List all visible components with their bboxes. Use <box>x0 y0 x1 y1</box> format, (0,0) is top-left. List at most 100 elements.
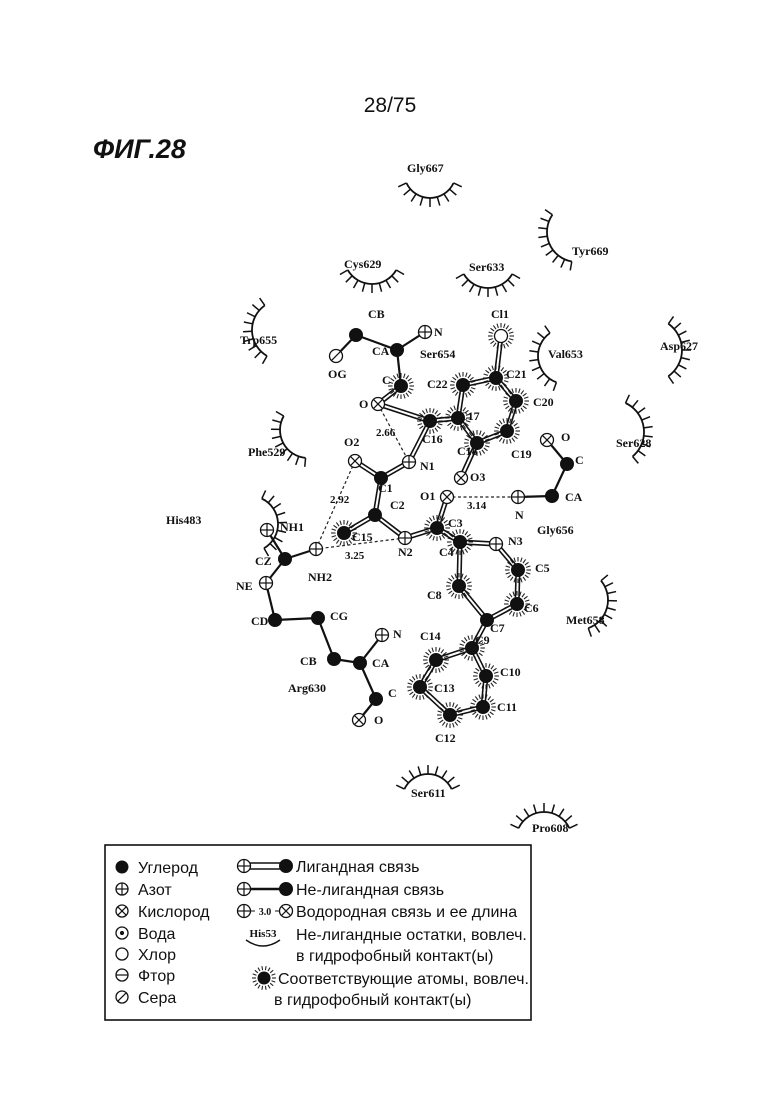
atom-sulfur-og <box>330 350 343 363</box>
legend-atoms-line1: Соответствующие атомы, вовлеч. <box>278 971 529 988</box>
residue-label-ser611: Ser611 <box>411 786 446 800</box>
atom-nitrogen-n_s2 <box>512 491 525 504</box>
residue-label-ser633: Ser633 <box>469 260 504 274</box>
residue-label-trp655: Trp655 <box>240 333 277 347</box>
atom-carbon-c21 <box>490 372 503 385</box>
residue-label-met658: Met658 <box>566 613 605 627</box>
atom-nitrogen-n_s1 <box>419 326 432 339</box>
hbond-distance-label: 2.66 <box>376 427 396 439</box>
residue-trp655 <box>243 298 267 364</box>
residue-label-val653: Val653 <box>548 347 583 361</box>
residue-tyr669 <box>538 210 572 271</box>
atom-label-c6: C6 <box>524 601 539 615</box>
atom-label-nh1: NH1 <box>280 520 304 534</box>
atom-carbon-cg <box>312 612 325 625</box>
atom-label-c13: C13 <box>434 681 455 695</box>
atom-carbon-c12 <box>444 709 457 722</box>
atom-carbon-c8 <box>453 580 466 593</box>
legend-water-symbol <box>116 927 128 939</box>
atom-label-cg: CG <box>330 609 348 623</box>
atom-carbon-cb1 <box>350 329 363 342</box>
residue-label-cys629: Cys629 <box>344 257 381 271</box>
atom-nitrogen-n1 <box>403 456 416 469</box>
legend-oxygen-symbol <box>116 905 128 917</box>
atom-label-ne: NE <box>236 579 253 593</box>
hbond-distance-label: 3.25 <box>345 550 365 562</box>
atom-label-n1: N1 <box>420 459 435 473</box>
residue-label-his483: His483 <box>166 513 201 527</box>
atom-label-o3: O3 <box>470 470 485 484</box>
atom-carbon-c16 <box>424 415 437 428</box>
residue-label-gly667: Gly667 <box>407 161 444 175</box>
residue-cys629 <box>340 270 404 293</box>
legend-nitrogen-symbol <box>116 883 128 895</box>
atom-label-c19: C19 <box>511 447 532 461</box>
residue-gly667 <box>398 183 461 207</box>
residue-label-pro608: Pro608 <box>532 821 568 835</box>
atom-nitrogen-n_s3 <box>376 629 389 642</box>
legend-hbond-symbol: 3.0 <box>238 905 293 919</box>
atom-label-o2: O2 <box>344 435 359 449</box>
atom-label-c8: C8 <box>427 588 442 602</box>
atom-label-cl1: Cl1 <box>491 307 509 321</box>
residue-ser633 <box>456 274 520 297</box>
atom-label-n_s3: N <box>393 627 402 641</box>
atom-carbon-c_s3 <box>370 693 383 706</box>
atom-label-c_s3: C <box>388 686 397 700</box>
atom-label-o_s3: O <box>374 713 383 727</box>
atom-label-c14: C14 <box>420 629 441 643</box>
residue-label-ser628: Ser628 <box>616 436 651 450</box>
atom-chlorine-cl1 <box>495 330 508 343</box>
atom-label-c3: C3 <box>448 516 463 530</box>
residue-label-phe529: Phe529 <box>248 445 285 459</box>
atom-carbon-c11 <box>477 701 490 714</box>
atom-carbon-c13 <box>414 681 427 694</box>
atom-carbon-c10 <box>480 670 493 683</box>
legend-atoms-line2: в гидрофобный контакт(ы) <box>274 992 471 1009</box>
atom-label-c18: C18 <box>457 444 478 458</box>
atom-label-c5: C5 <box>535 561 550 575</box>
ligand-bond-o_s1-c16 <box>377 402 430 422</box>
atom-label-c2: C2 <box>390 498 405 512</box>
atom-carbon-c22 <box>457 379 470 392</box>
atom-oxygen-o_s2 <box>541 434 554 447</box>
atom-label-c22: C22 <box>427 377 448 391</box>
residue-label-ser654: Ser654 <box>420 347 455 361</box>
atom-carbon-ca3 <box>354 657 367 670</box>
atom-label-c_s2: C <box>575 453 584 467</box>
atom-carbon-c15 <box>338 527 351 540</box>
atom-label-og: OG <box>328 367 347 381</box>
legend-sulfur-symbol <box>116 991 128 1003</box>
atom-label-c20: C20 <box>533 395 554 409</box>
legend-residues-line1: Не-лигандные остатки, вовлеч. <box>296 927 527 944</box>
legend-carbon: Углерод <box>138 860 199 877</box>
atom-label-n_s2: N <box>515 508 524 522</box>
atom-label-nh2: NH2 <box>308 570 332 584</box>
legend-chlorine-symbol <box>116 948 128 960</box>
atom-oxygen-o_s3 <box>353 714 366 727</box>
legend-carbon-symbol <box>116 861 128 873</box>
atom-label-c12: C12 <box>435 731 456 745</box>
atom-label-cd: CD <box>251 614 269 628</box>
atom-label-cz: CZ <box>255 554 272 568</box>
atom-carbon-c_s1 <box>395 380 408 393</box>
atom-label-o_s1: O <box>359 397 368 411</box>
hbond-distance-label: 2.92 <box>330 494 350 506</box>
legend-nitrogen: Азот <box>138 882 172 899</box>
atom-carbon-cb2 <box>328 653 341 666</box>
atom-label-c21: C21 <box>506 367 527 381</box>
atom-label-ca2: CA <box>565 490 583 504</box>
atom-carbon-c6 <box>511 598 524 611</box>
atom-label-c17: C17 <box>459 409 480 423</box>
atom-carbon-c3 <box>431 522 444 535</box>
atom-label-c_s1: C <box>382 373 391 387</box>
legend-sulfur: Сера <box>138 990 176 1007</box>
residue-met658 <box>588 575 617 637</box>
legend-residue-sample-label: His53 <box>250 928 277 940</box>
atom-nitrogen-n3 <box>490 538 503 551</box>
atom-carbon-c19 <box>501 425 514 438</box>
atom-carbon-c14 <box>430 654 443 667</box>
atom-nitrogen-nh1 <box>261 524 274 537</box>
atom-carbon-cd <box>269 614 282 627</box>
